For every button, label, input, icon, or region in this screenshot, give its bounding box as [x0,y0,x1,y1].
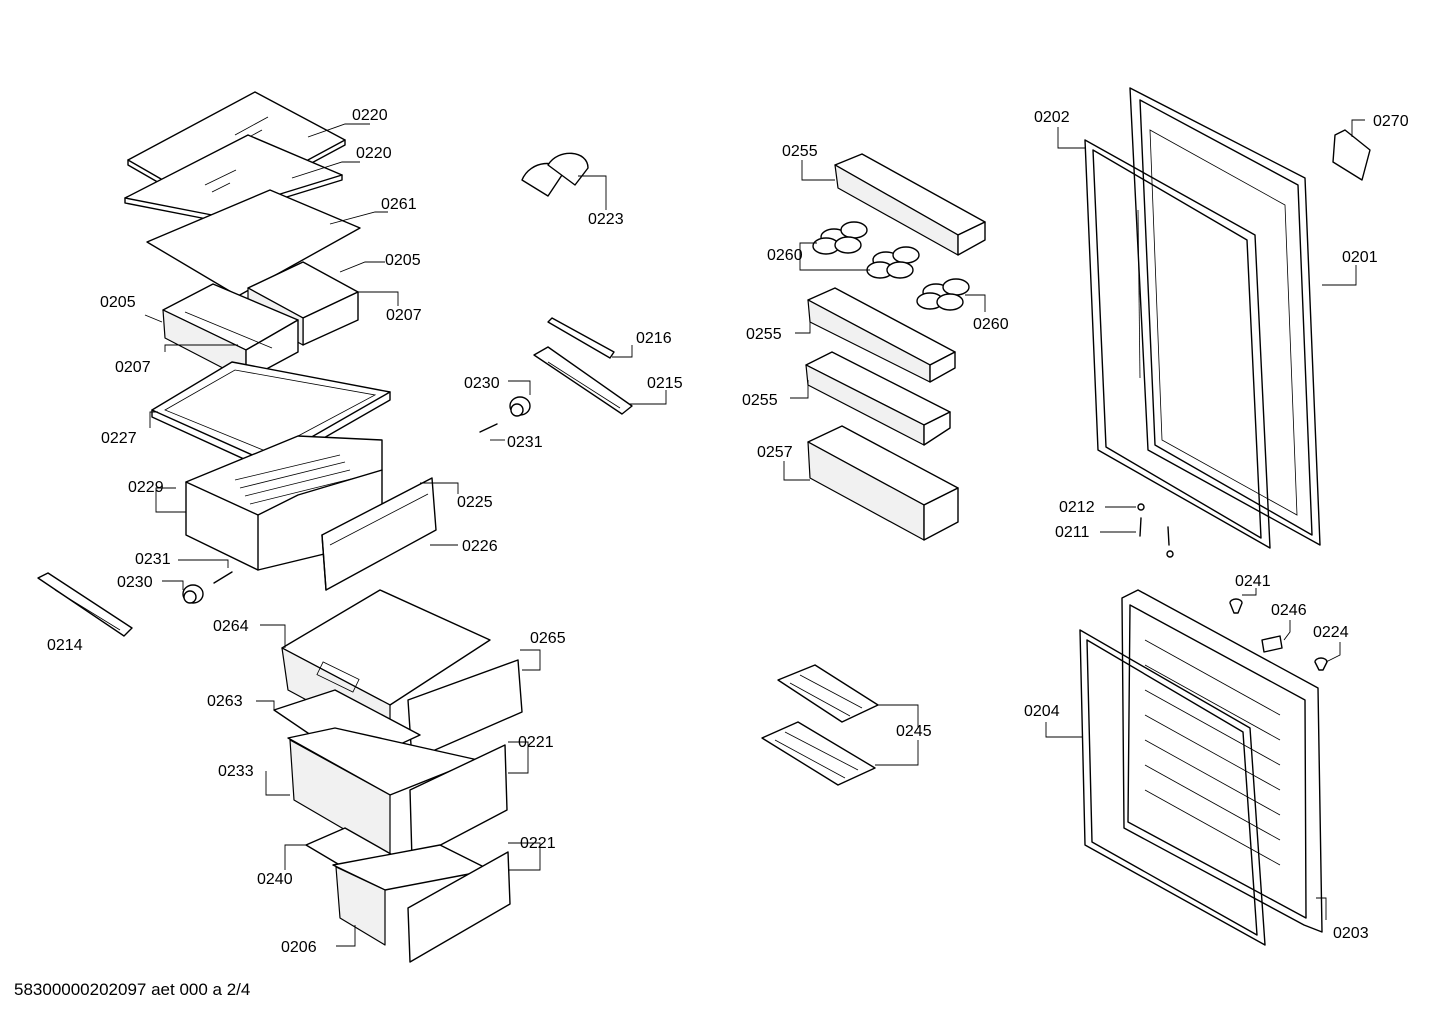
label-0227: 0227 [101,430,137,447]
roller-left [182,571,233,604]
freezer-drawer-middle [287,727,508,861]
label-0211: 0211 [1055,524,1090,541]
freezer-door-0203 [1121,589,1323,933]
label-0265: 0265 [530,630,566,647]
label-0220-second: 0220 [356,145,392,162]
fridge-door-0201 [1129,87,1321,546]
label-0260-left: 0260 [767,247,803,264]
freezer-drawer-bottom [332,844,511,963]
part-labels: 0220 0220 0261 0205 0205 0207 0207 0227 … [47,107,1409,956]
cover-plate [146,189,361,297]
label-0203: 0203 [1333,925,1369,942]
label-0223: 0223 [588,211,624,228]
ice-tray-0245-bottom [761,721,876,786]
door-shelf-0255-middle [807,287,956,383]
label-0205-left: 0205 [100,294,136,311]
label-0255-middle: 0255 [746,326,782,343]
roller-center [479,396,531,433]
rail-0214 [37,572,133,637]
label-0220-top: 0220 [352,107,388,124]
door-gasket-0204 [1079,629,1266,946]
label-0230-left: 0230 [117,574,153,591]
label-0225: 0225 [457,494,493,511]
label-0231-left: 0231 [135,551,171,568]
label-0207-right: 0207 [386,307,422,324]
egg-holder-0260c [916,278,970,311]
label-0214: 0214 [47,637,83,654]
door-shelf-0257 [807,425,959,541]
label-0202: 0202 [1034,109,1070,126]
label-0201: 0201 [1342,249,1378,266]
label-0212: 0212 [1059,499,1095,516]
label-0233: 0233 [218,763,254,780]
label-0261: 0261 [381,196,417,213]
label-0270: 0270 [1373,113,1409,130]
part-0216 [547,317,615,359]
label-0263: 0263 [207,693,243,710]
label-0224: 0224 [1313,624,1349,641]
door-gasket-0202 [1084,139,1271,549]
door-shelf-0255-lower [805,351,951,446]
label-0255-lower: 0255 [742,392,778,409]
label-0204: 0204 [1024,703,1060,720]
document-footer: 58300000202097 aet 000 a 2/4 [14,980,251,999]
label-0241: 0241 [1235,573,1271,590]
label-0231-center: 0231 [507,434,543,451]
label-0205-right: 0205 [385,252,421,269]
label-0229: 0229 [128,479,164,496]
label-0246: 0246 [1271,602,1307,619]
label-0260-right: 0260 [973,316,1009,333]
crisper-drawer-front [321,477,437,591]
small-parts-0241-0246-0224 [1229,598,1328,671]
label-0226: 0226 [462,538,498,555]
label-0221-middle: 0221 [518,734,554,751]
label-0221-bottom: 0221 [520,835,556,852]
label-0257: 0257 [757,444,793,461]
ice-tray-0245-top [777,664,879,723]
label-0230-center: 0230 [464,375,500,392]
part-0270 [1332,129,1371,181]
egg-holder-0260a [812,221,868,255]
label-0215: 0215 [647,375,683,392]
label-0245: 0245 [896,723,932,740]
label-0207-left: 0207 [115,359,151,376]
screw-0212-0211 [1137,503,1174,558]
label-0240: 0240 [257,871,293,888]
label-0264: 0264 [213,618,249,635]
label-0216: 0216 [636,330,672,347]
label-0206: 0206 [281,939,317,956]
part-0223 [521,152,589,197]
egg-holder-0260b [866,246,920,279]
label-0255-top: 0255 [782,143,818,160]
door-shelf-0255-top [834,153,986,256]
part-0215 [533,346,633,415]
leader-lines [144,119,1365,947]
